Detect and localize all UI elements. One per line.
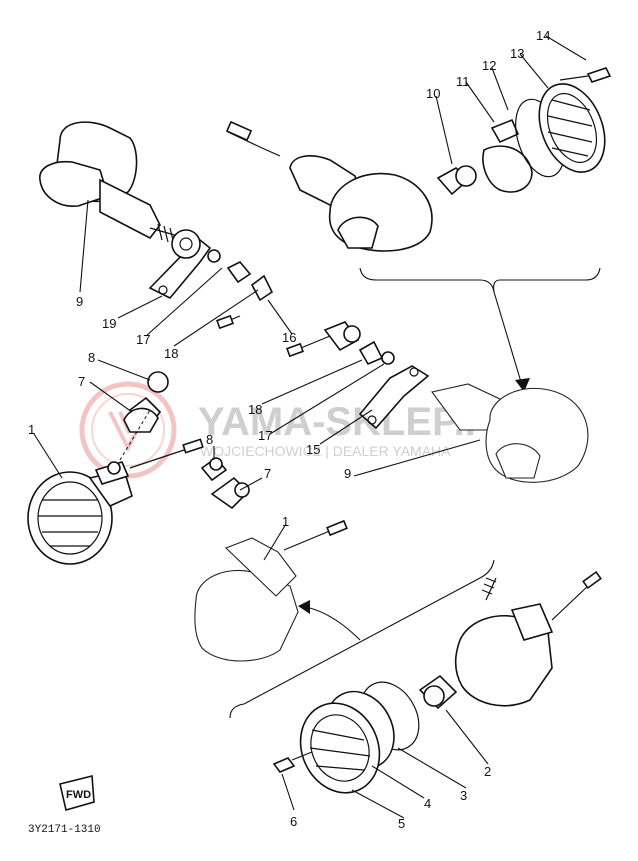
callout-9-top: 9 bbox=[76, 294, 83, 309]
turn-signal-bottom-exploded bbox=[229, 559, 602, 794]
turn-signal-front-right-exploded bbox=[225, 67, 612, 393]
callout-13: 13 bbox=[510, 46, 524, 61]
callout-11: 11 bbox=[456, 74, 470, 89]
callout-6: 6 bbox=[290, 814, 297, 829]
callout-4: 4 bbox=[424, 796, 431, 811]
callout-7-center: 7 bbox=[264, 466, 271, 481]
callout-10: 10 bbox=[426, 86, 440, 101]
callout-8-left: 8 bbox=[88, 350, 95, 365]
callout-12: 12 bbox=[482, 58, 496, 73]
callout-9-mid: 9 bbox=[344, 466, 351, 481]
callout-1-center: 1 bbox=[282, 514, 289, 529]
turn-signal-center bbox=[194, 456, 361, 662]
callout-numbers: 14 13 12 11 10 9 19 17 18 16 8 7 18 17 1… bbox=[28, 28, 550, 831]
fwd-label: FWD bbox=[66, 789, 91, 801]
callout-17-top: 17 bbox=[136, 332, 150, 347]
leader-lines bbox=[33, 35, 587, 819]
callout-15: 15 bbox=[306, 442, 320, 457]
watermark-subtitle: WOJCIECHOWICZ | DEALER YAMAHA bbox=[200, 443, 451, 459]
diagram-code: 3Y2171-1310 bbox=[28, 824, 101, 836]
callout-3: 3 bbox=[460, 788, 467, 803]
callout-1-left: 1 bbox=[28, 422, 35, 437]
callout-14: 14 bbox=[536, 28, 550, 43]
turn-signal-front-left bbox=[27, 371, 204, 565]
yamaha-tuning-fork-logo-icon bbox=[79, 381, 177, 479]
callout-7-left: 7 bbox=[78, 374, 85, 389]
callout-2: 2 bbox=[484, 764, 491, 779]
callout-18-top: 18 bbox=[164, 346, 178, 361]
callout-5: 5 bbox=[398, 816, 405, 831]
callout-19: 19 bbox=[102, 316, 116, 331]
callout-17-mid: 17 bbox=[258, 428, 272, 443]
fwd-direction-badge: FWD bbox=[59, 774, 95, 812]
mounting-hardware-middle bbox=[216, 314, 589, 483]
callout-8-center: 8 bbox=[206, 432, 213, 447]
callout-18-mid: 18 bbox=[248, 402, 262, 417]
turn-signal-rear-left bbox=[39, 121, 274, 302]
callout-16: 16 bbox=[282, 330, 296, 345]
